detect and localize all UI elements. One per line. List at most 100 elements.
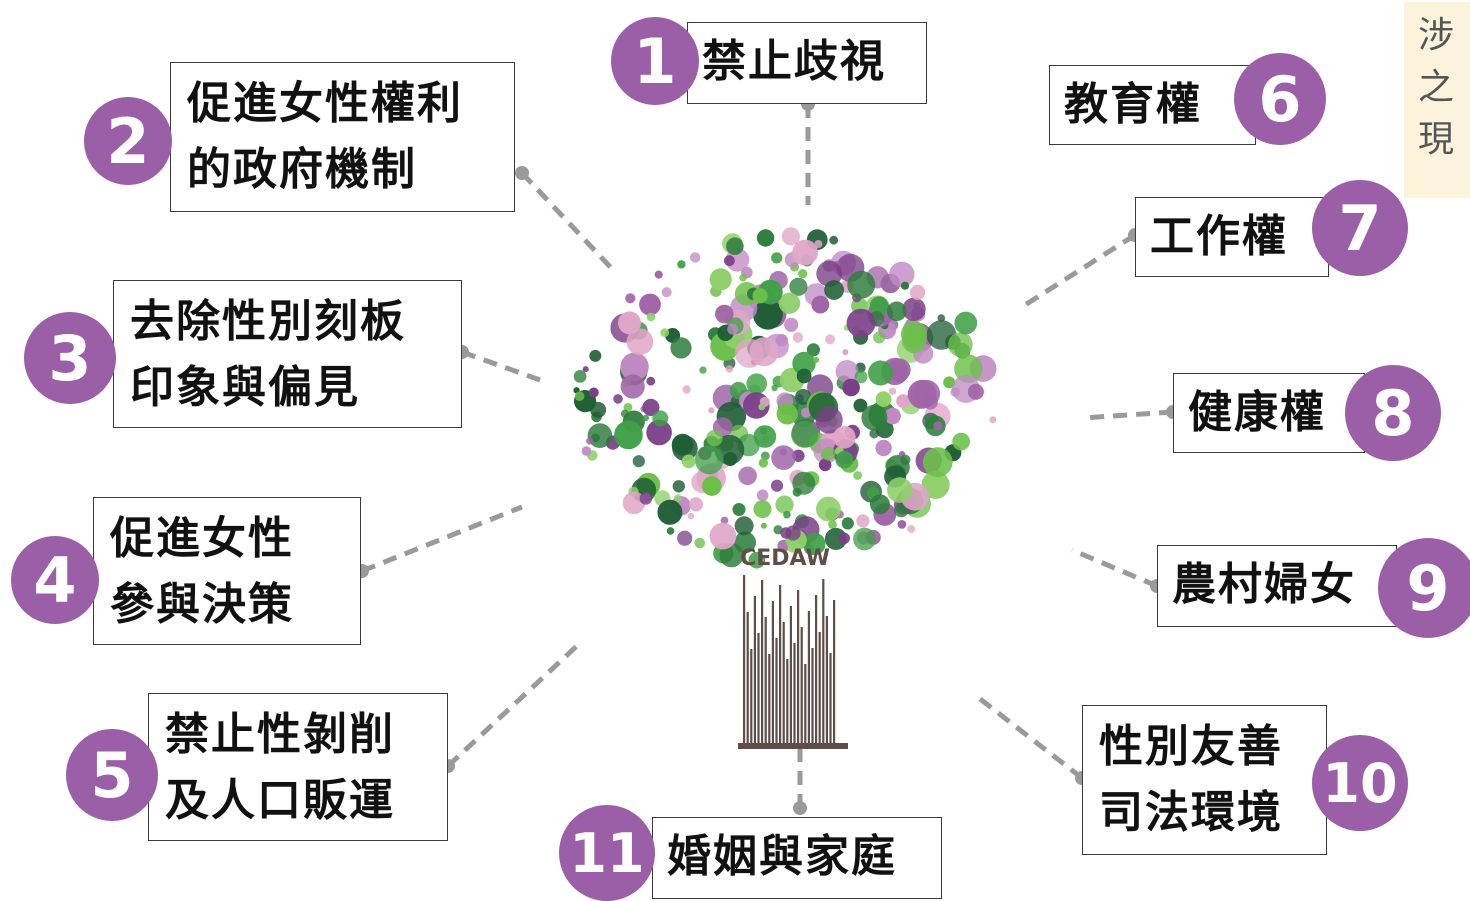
connector-line [446,641,582,768]
number-badge-4: 4 [11,536,99,624]
canopy-dot [681,454,696,469]
item-box-7: 工作權 [1135,197,1329,277]
canopy-dot [835,450,854,469]
canopy-dot [800,407,812,418]
number-badge-1: 1 [611,17,699,105]
trunk-bar [829,653,832,745]
canopy-dot [943,376,956,389]
canopy-dot [921,470,950,499]
canopy-dot [702,476,722,496]
canopy-dot [907,525,916,533]
canopy-dot [902,297,926,321]
cedaw-tree: CEDAW [573,227,997,749]
canopy-dot [900,454,911,465]
canopy-dot [816,496,841,522]
canopy-dot [887,358,911,382]
canopy-dot [673,494,682,503]
canopy-dot [771,252,783,264]
trunk-bar [775,638,778,745]
canopy-dot [833,426,856,449]
item-box-4: 促進女性參與決策 [93,497,361,645]
number-badge-10: 10 [1312,735,1408,831]
canopy-dot [787,543,797,553]
canopy-dot [775,495,794,514]
connector-dot [793,801,807,815]
canopy-dot [771,445,796,470]
canopy-dot [842,349,849,356]
canopy-dot [732,503,746,516]
canopy-dot [802,532,826,556]
tree-trunk [738,575,848,749]
item-11-line-1: 婚姻與家庭 [667,831,897,882]
trunk-bar [804,664,807,745]
trunk-bar [768,654,771,745]
canopy-dot [574,391,585,401]
canopy-dot [724,255,735,267]
canopy-dot [886,301,907,322]
item-6-line-1: 教育權 [1064,79,1202,130]
canopy-dot [954,311,978,335]
canopy-dot [792,471,816,495]
canopy-dot [838,532,850,545]
canopy-dot [952,432,970,451]
connector-dot [515,166,529,180]
canopy-dot [853,398,868,413]
canopy-dot [589,349,602,362]
canopy-dot [884,407,901,425]
trunk-bar [753,596,756,745]
canopy-dot [813,356,820,363]
canopy-dot [632,455,645,468]
canopy-dot [778,292,801,314]
canopy-dot [646,312,656,322]
canopy-dot [671,433,694,456]
canopy-dot [770,479,784,492]
canopy-dot [889,261,915,288]
canopy-dot [933,421,943,431]
canopy-dot [842,378,860,397]
canopy-dot [725,365,734,373]
trunk-bar [757,633,760,745]
trunk-bar [743,575,746,745]
tree-canopy [573,227,997,569]
connector-line [1071,547,1158,589]
canopy-dot [806,343,820,357]
canopy-dot [748,551,766,569]
item-10-line-1: 性別友善 [1099,721,1283,772]
canopy-dot [618,311,641,335]
canopy-dot [828,520,837,529]
canopy-dot [756,489,769,502]
canopy-dot [582,366,589,373]
canopy-dot [738,466,757,486]
canopy-dot [660,328,670,337]
canopy-dot [841,517,854,530]
canopy-dot [708,407,715,414]
item-box-2: 促進女性權利的政府機制 [170,62,515,212]
canopy-dot [657,499,683,525]
canopy-dot [753,500,772,519]
number-badge-9: 9 [1378,538,1470,638]
canopy-dot [910,284,926,300]
trunk-bar [793,643,796,745]
canopy-dot [901,328,927,354]
canopy-dot [734,516,754,536]
canopy-dot [875,439,892,457]
canopy-dot [709,268,732,291]
item-box-11: 婚姻與家庭 [652,817,942,899]
side-note-line-3: 現 [1418,119,1455,160]
canopy-dot [854,370,868,384]
canopy-dot [661,287,672,298]
canopy-dot [760,451,770,461]
trunk-bar [811,648,814,745]
canopy-dot [783,510,791,519]
trunk-bar [822,579,825,745]
item-8-line-1: 健康權 [1188,387,1326,438]
canopy-dot [586,437,594,445]
item-4-line-2: 參與決策 [110,579,294,630]
trunk-bar [825,616,828,745]
canopy-dot [796,368,812,384]
canopy-dot [753,299,783,330]
canopy-dot [792,332,804,343]
canopy-dot [868,360,893,386]
canopy-dot [846,308,876,338]
canopy-dot [781,227,800,246]
